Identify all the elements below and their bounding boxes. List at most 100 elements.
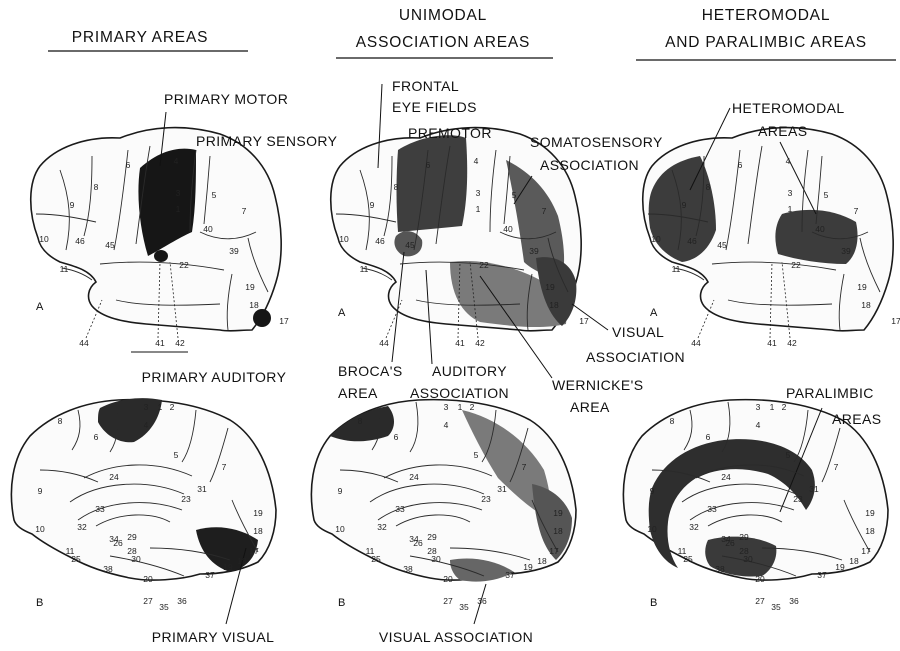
area-number-label: 36 [477, 596, 487, 606]
area-number-label: 5 [786, 450, 791, 460]
area-number-label: 7 [834, 462, 839, 472]
label-somatosensory-2: ASSOCIATION [540, 157, 639, 173]
area-number-label: 42 [475, 338, 485, 348]
region-primary-visual [253, 309, 271, 327]
area-number-label: 8 [670, 416, 675, 426]
header-unimodal-line1: UNIMODAL [399, 7, 487, 24]
area-number-label: 6 [394, 432, 399, 442]
area-number-label: 29 [427, 532, 437, 542]
area-number-label: 38 [403, 564, 413, 574]
area-number-label: 31 [809, 484, 819, 494]
area-number-label: 25 [71, 554, 81, 564]
area-number-label: 44 [79, 338, 89, 348]
area-number-label: 2 [782, 402, 787, 412]
area-number-label: 1 [176, 204, 181, 214]
area-number-label: 4 [756, 420, 761, 430]
area-number-label: 30 [743, 554, 753, 564]
area-number-label: 23 [181, 494, 191, 504]
area-number-label: 40 [203, 224, 213, 234]
area-number-label: 24 [721, 472, 731, 482]
area-number-label: 30 [431, 554, 441, 564]
area-number-label: 40 [815, 224, 825, 234]
label-premotor: PREMOTOR [408, 125, 492, 141]
area-number-label: 7 [854, 206, 859, 216]
area-number-label: 32 [77, 522, 87, 532]
area-number-label: 4 [474, 156, 479, 166]
area-number-label: 1 [476, 204, 481, 214]
area-number-label: 42 [787, 338, 797, 348]
area-number-label: 20 [443, 574, 453, 584]
panel-letter-b: B [650, 597, 657, 609]
area-number-label: 24 [409, 472, 419, 482]
area-number-label: 25 [371, 554, 381, 564]
region-primary-auditory [154, 250, 168, 262]
area-number-label: 5 [212, 190, 217, 200]
label-paralimbic-areas-2: AREAS [832, 411, 881, 427]
area-number-label: 33 [707, 504, 717, 514]
area-number-label: 25 [683, 554, 693, 564]
area-number-label: 46 [375, 236, 385, 246]
area-number-label: 10 [647, 524, 657, 534]
area-number-label: 23 [481, 494, 491, 504]
area-number-label: 36 [789, 596, 799, 606]
area-number-label: 9 [70, 200, 75, 210]
panel-letter-b: B [36, 597, 43, 609]
area-number-label: 10 [651, 234, 661, 244]
area-number-label: 44 [379, 338, 389, 348]
area-number-label: 19 [523, 562, 533, 572]
area-number-label: 5 [174, 450, 179, 460]
label-heteromodal-areas-1: HETEROMODAL [732, 100, 845, 116]
area-number-label: 41 [155, 338, 165, 348]
label-frontal-eye-fields-2: EYE FIELDS [392, 99, 477, 115]
area-number-label: 29 [127, 532, 137, 542]
area-number-label: 20 [143, 574, 153, 584]
area-number-label: 18 [849, 556, 859, 566]
label-visual-association: VISUAL ASSOCIATION [379, 629, 533, 645]
label-frontal-eye-fields-1: FRONTAL [392, 78, 459, 94]
area-number-label: 10 [335, 524, 345, 534]
area-number-label: 1 [770, 402, 775, 412]
area-number-label: 46 [75, 236, 85, 246]
area-number-label: 8 [94, 182, 99, 192]
area-number-label: 37 [505, 570, 515, 580]
panel-letter-a: A [36, 301, 44, 313]
area-number-label: 3 [144, 402, 149, 412]
area-number-label: 44 [691, 338, 701, 348]
area-number-label: 17 [861, 546, 871, 556]
area-number-label: 19 [553, 508, 563, 518]
area-number-label: 18 [549, 300, 559, 310]
area-number-label: 18 [237, 556, 247, 566]
label-somatosensory-1: SOMATOSENSORY [530, 134, 663, 150]
area-number-label: 19 [545, 282, 555, 292]
area-number-label: 37 [205, 570, 215, 580]
area-number-label: 9 [338, 486, 343, 496]
area-number-label: 19 [835, 562, 845, 572]
area-number-label: 35 [771, 602, 781, 612]
area-number-label: 39 [841, 246, 851, 256]
area-number-label: 1 [458, 402, 463, 412]
area-number-label: 19 [253, 508, 263, 518]
area-number-label: 19 [857, 282, 867, 292]
area-number-label: 18 [861, 300, 871, 310]
area-number-label: 9 [38, 486, 43, 496]
label-heteromodal-areas-2: AREAS [758, 123, 807, 139]
area-number-label: 27 [755, 596, 765, 606]
panel-letter-b: B [338, 597, 345, 609]
area-number-label: 17 [891, 316, 900, 326]
area-number-label: 33 [95, 504, 105, 514]
area-number-label: 26 [413, 538, 423, 548]
area-number-label: 18 [249, 300, 259, 310]
area-number-label: 22 [479, 260, 489, 270]
area-number-label: 41 [455, 338, 465, 348]
area-number-label: 17 [249, 546, 259, 556]
area-number-label: 8 [358, 416, 363, 426]
area-number-label: 3 [444, 402, 449, 412]
area-number-label: 2 [170, 402, 175, 412]
area-number-label: 26 [725, 538, 735, 548]
area-number-label: 9 [370, 200, 375, 210]
area-number-label: 7 [522, 462, 527, 472]
area-number-label: 1 [158, 402, 163, 412]
area-number-label: 17 [549, 546, 559, 556]
area-number-label: 27 [443, 596, 453, 606]
area-number-label: 35 [459, 602, 469, 612]
